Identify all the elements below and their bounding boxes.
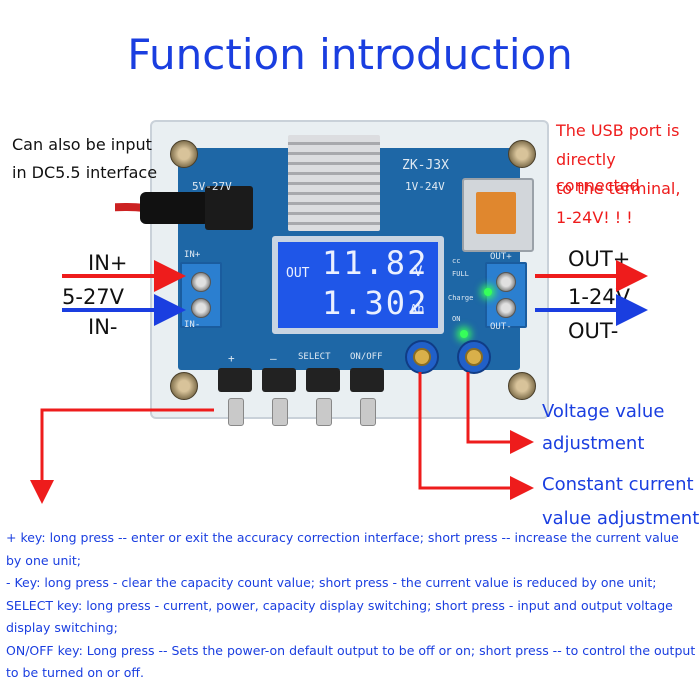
lcd-voltage: 11.82 [322,244,429,282]
current-pot[interactable] [457,340,491,374]
in-plus-silk: IN+ [184,250,201,260]
onoff-key-label: ON/OFF [350,352,383,362]
key-stem [272,398,288,426]
usb-note-line4: 1-24V! ! ! [556,208,633,227]
usb-note-line3: to the terminal, [556,179,681,198]
corner-screw-icon [170,372,198,400]
in-plus-label: IN+ [88,251,128,275]
corner-screw-icon [508,140,536,168]
usb-note-line2: directly connected [556,150,640,195]
charge-led-icon [484,288,492,296]
model-silk: ZK-J3X [402,158,449,173]
onoff-key-description: ON/OFF key: Long press -- Sets the power… [6,642,696,681]
corner-screw-icon [508,372,536,400]
led-full-label: FULL [452,270,469,278]
voltage-pot[interactable] [405,340,439,374]
key-descriptions: + key: long press -- enter or exit the a… [6,527,696,685]
out-minus-silk: OUT- [490,322,512,332]
voltage-adj-line1: Voltage value [542,401,665,422]
voltage-adj-line2: adjustment [542,433,645,454]
minus-key-button[interactable] [262,368,296,392]
input-range-label: 5-27V [62,285,125,309]
led-cc-label: cc [452,257,461,265]
lcd-out-label: OUT [286,266,310,281]
led-charge-label: Charge [448,294,474,302]
terminal-screw-icon [191,272,211,292]
on-led-icon [460,330,468,338]
input-note-line1: Can also be input [12,135,152,154]
select-key-label: SELECT [298,352,331,362]
key-stem [316,398,332,426]
input-range-silk: 5V-27V [192,180,232,193]
heatsink [288,135,380,231]
key-stem [360,398,376,426]
lcd-capacity: 1.302 [322,284,429,322]
keys-arrow-icon [30,408,214,504]
plus-key-description: + key: long press -- enter or exit the a… [6,530,679,568]
in-minus-label: IN- [88,315,118,339]
minus-key-description: - Key: long press - clear the capacity c… [6,575,657,590]
plus-key-button[interactable] [218,368,252,392]
voltage-pot-arrow-icon [466,372,534,454]
corner-screw-icon [170,140,198,168]
input-note-line2: in DC5.5 interface [12,163,158,182]
usb-port [462,178,534,252]
key-stem [228,398,244,426]
led-on-label: ON [452,315,461,323]
lcd-voltage-unit: V [414,264,423,280]
output-range-silk: 1V-24V [405,180,445,193]
dc-jack-icon [115,186,253,230]
terminal-screw-icon [496,298,516,318]
pot-knob-icon [413,348,431,366]
terminal-screw-icon [496,272,516,292]
lcd-display: OUT 11.82 V 1.302 Ah [272,236,444,334]
pot-knob-icon [465,348,483,366]
select-key-button[interactable] [306,368,340,392]
usb-tongue [476,192,516,234]
minus-key-label: — [270,352,277,365]
out-plus-silk: OUT+ [490,252,512,262]
lcd-capacity-unit: Ah [410,302,425,316]
plus-key-label: + [228,352,235,365]
usb-note-line1: The USB port is [556,121,680,140]
page-title: Function introduction [127,30,573,79]
current-pot-arrow-icon [418,372,534,500]
out-minus-label: OUT- [568,319,619,343]
select-key-description: SELECT key: long press - current, power,… [6,597,673,636]
onoff-key-button[interactable] [350,368,384,392]
current-adj-line2: value adjustment [542,508,700,529]
in-minus-silk: IN- [184,320,201,330]
terminal-screw-icon [191,298,211,318]
input-terminal [180,262,222,328]
current-adj-line1: Constant current [542,474,694,495]
